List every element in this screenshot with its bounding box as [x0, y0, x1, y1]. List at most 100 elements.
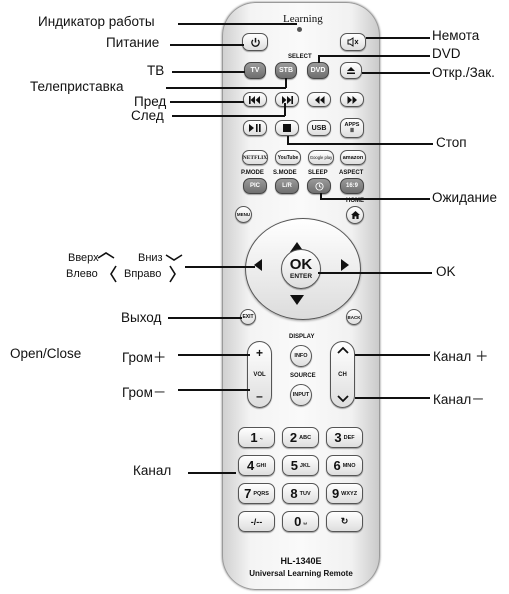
- key-digit: 5: [290, 458, 298, 473]
- channel-rocker[interactable]: CH: [330, 341, 355, 408]
- label-standby: Ожидание: [432, 190, 497, 205]
- label-stop: Стоп: [436, 135, 467, 150]
- info-button[interactable]: INFO: [290, 345, 312, 367]
- label-power-indicator: Индикатор работы: [38, 14, 155, 29]
- back-button[interactable]: BACK: [346, 309, 362, 325]
- aspect-button[interactable]: 16:9: [340, 178, 364, 194]
- ok-label: OK: [289, 256, 313, 274]
- google-play-button[interactable]: Google play: [308, 150, 334, 165]
- label-ok: OK: [436, 264, 456, 279]
- power-indicator-led: [297, 27, 302, 32]
- label-next: След: [131, 108, 164, 123]
- key-letters: PQRS: [253, 490, 269, 497]
- netflix-button[interactable]: NETFLIX: [242, 150, 268, 165]
- dpad-right[interactable]: [340, 258, 350, 272]
- key-digit: 9: [331, 486, 340, 501]
- stop-icon: [283, 124, 291, 132]
- key-digit: 8: [290, 486, 298, 501]
- menu-button[interactable]: MENU: [235, 206, 252, 223]
- play-pause-icon: [249, 124, 261, 132]
- volume-rocker[interactable]: + VOL –: [247, 341, 272, 408]
- tv-button[interactable]: TV: [244, 62, 266, 79]
- chevron-up-icon: [336, 346, 349, 354]
- key-letters: MNO: [342, 462, 356, 469]
- leader-standby-v: [320, 193, 322, 199]
- youtube-button[interactable]: YouTube: [275, 150, 301, 165]
- stop-button[interactable]: [275, 120, 299, 136]
- chevron-down-icon: [336, 395, 349, 403]
- input-button[interactable]: INPUT: [290, 384, 312, 406]
- key-11[interactable]: 0␣: [282, 511, 319, 532]
- sleep-button[interactable]: [307, 178, 331, 194]
- key-10[interactable]: -/--: [238, 511, 275, 532]
- leader-dvd-h: [318, 55, 430, 57]
- ch-label: CH: [338, 371, 347, 378]
- fast-forward-button[interactable]: [340, 92, 364, 107]
- dpad-left[interactable]: [253, 258, 263, 272]
- home-button[interactable]: [346, 206, 364, 224]
- leader-dvd-v: [318, 55, 320, 63]
- mute-button[interactable]: [340, 33, 366, 51]
- chevron-down-icon: [165, 254, 183, 261]
- model-name: Universal Learning Remote: [249, 569, 353, 578]
- key-letters: DEF: [343, 434, 355, 441]
- leader-stop-v: [287, 136, 289, 144]
- leader-directions: [185, 266, 255, 268]
- key-digit: 0: [294, 514, 302, 529]
- leader-vol-up: [178, 354, 250, 356]
- key-1[interactable]: 1.,: [238, 427, 275, 448]
- next-button[interactable]: [275, 92, 299, 107]
- label-tv: ТВ: [147, 63, 165, 78]
- aspect-label: ASPECT: [339, 170, 364, 176]
- key-12[interactable]: ↻: [326, 511, 363, 532]
- clock-icon: [314, 181, 324, 191]
- prev-button[interactable]: [243, 92, 267, 107]
- down-arrow-icon: [290, 295, 304, 305]
- leader-ch-up: [355, 354, 430, 356]
- label-number-pad: Канал: [133, 463, 172, 478]
- power-button[interactable]: [242, 33, 268, 51]
- leader-next-h: [172, 115, 285, 117]
- label-mute: Немота: [432, 28, 480, 43]
- model-number: HL-1340E: [280, 556, 322, 566]
- leader-ok: [318, 272, 432, 274]
- dpad-down[interactable]: [287, 293, 307, 305]
- vol-plus-label: +: [255, 346, 263, 360]
- key-letters: TUV: [299, 490, 311, 497]
- leader-next-v: [284, 103, 286, 116]
- pic-button[interactable]: PIC: [243, 178, 267, 194]
- lr-button[interactable]: L/R: [275, 178, 299, 194]
- label-ch-down: Канал－: [433, 392, 485, 407]
- leader-number-pad: [188, 472, 236, 474]
- right-arrow-icon: [341, 259, 349, 271]
- usb-button[interactable]: USB: [307, 120, 331, 136]
- leader-tv: [172, 71, 245, 73]
- label-prev: Пред: [134, 94, 167, 109]
- apps-label: APPS: [344, 122, 360, 128]
- label-eject: Откр./Зак.: [432, 65, 495, 80]
- eject-button[interactable]: [340, 62, 362, 79]
- apps-button[interactable]: APPS Ⅲ: [340, 118, 364, 138]
- leader-power-indicator: [178, 23, 297, 25]
- ok-enter-button[interactable]: OK ENTER: [281, 249, 321, 289]
- label-up: Вверх: [68, 252, 99, 264]
- play-pause-button[interactable]: [243, 120, 267, 136]
- amazon-button[interactable]: amazon: [340, 150, 366, 165]
- home-label: HOME: [346, 198, 364, 204]
- key-digit: 1: [250, 430, 258, 445]
- fast-forward-icon: [347, 95, 357, 104]
- key-digit: 7: [244, 486, 252, 501]
- label-set-top-box: Телеприставка: [30, 79, 124, 94]
- leader-power: [170, 44, 244, 46]
- home-icon: [350, 211, 360, 219]
- leader-stop-h: [287, 143, 433, 145]
- rewind-button[interactable]: [307, 92, 331, 107]
